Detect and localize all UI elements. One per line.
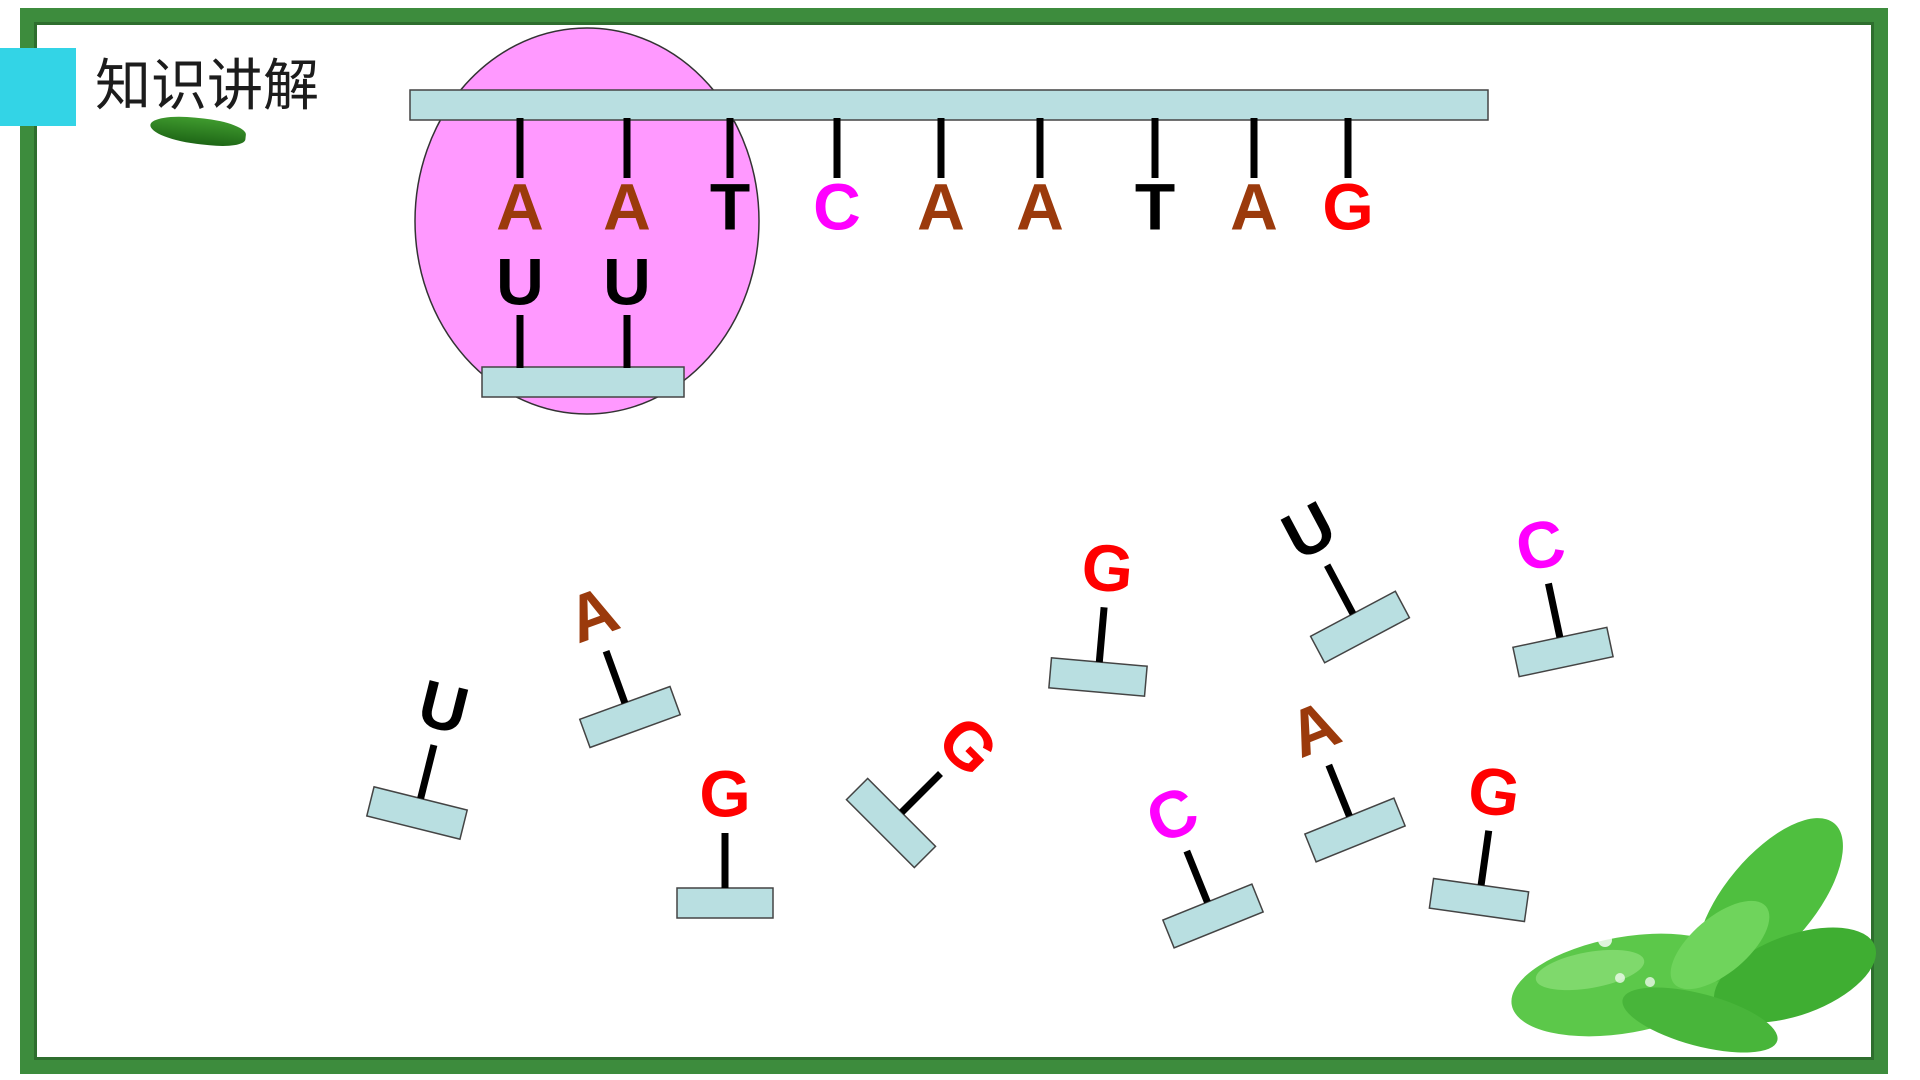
nucleotide-backbone	[1048, 657, 1148, 697]
nucleotide-backbone	[1303, 797, 1407, 863]
nucleotide-backbone	[1309, 590, 1411, 664]
nucleotide-stick	[1324, 563, 1357, 616]
dna-base-a: A	[1016, 169, 1064, 243]
free-base-g: G	[1079, 529, 1137, 607]
free-nucleotide-g: G	[845, 701, 1013, 869]
nucleotide-backbone	[365, 785, 469, 841]
slide-inner-border	[34, 22, 1874, 1060]
rna-strand-bar	[481, 366, 685, 398]
nucleotide-stick	[602, 650, 629, 705]
free-base-u: U	[1270, 486, 1347, 574]
dna-base-a: A	[496, 169, 544, 243]
free-base-c: C	[1136, 771, 1208, 857]
free-nucleotide-c: C	[1509, 504, 1614, 678]
dna-base-a: A	[917, 169, 965, 243]
free-base-g: G	[699, 756, 750, 830]
nucleotide-backbone	[676, 887, 774, 919]
nucleotide-backbone	[578, 685, 682, 749]
free-nucleotide-c: C	[1136, 771, 1265, 949]
nucleotide-stick	[1095, 606, 1108, 663]
nucleotide-stick	[1183, 849, 1211, 904]
nucleotide-backbone	[1512, 626, 1614, 678]
nucleotide-stick	[1477, 830, 1493, 886]
template-strand-bar	[409, 89, 1489, 121]
nucleotide-stick	[899, 771, 943, 815]
free-base-c: C	[1509, 504, 1571, 586]
leaf-cluster-icon	[1511, 818, 1877, 1053]
title-accent-bar	[0, 48, 76, 126]
free-nucleotide-u: U	[365, 665, 476, 841]
page-title: 知识讲解	[95, 54, 319, 119]
free-nucleotide-a: A	[1278, 685, 1407, 863]
nucleotide-backbone	[1428, 877, 1530, 923]
free-nucleotide-u: U	[1270, 486, 1411, 664]
nucleotide-stick	[1325, 763, 1353, 818]
free-nucleotide-g: G	[1428, 751, 1530, 923]
dna-base-g: G	[1322, 169, 1373, 243]
dna-base-a: A	[1230, 169, 1278, 243]
rna-base-u: U	[603, 244, 651, 318]
dna-base-t: T	[710, 169, 750, 243]
pink-enzyme-ellipse	[414, 27, 760, 415]
free-base-a: A	[1278, 685, 1350, 771]
free-nucleotide-a: A	[557, 571, 682, 749]
dna-base-t: T	[1135, 169, 1175, 243]
nucleotide-backbone	[1161, 883, 1265, 949]
free-base-a: A	[557, 571, 627, 657]
dna-base-c: C	[813, 169, 861, 243]
slide-border	[20, 8, 1888, 1074]
rna-base-u: U	[496, 244, 544, 318]
free-nucleotide-g: G	[1048, 529, 1148, 697]
nucleotide-stick	[1545, 582, 1564, 639]
free-base-g: G	[1464, 751, 1525, 831]
nucleotide-stick	[417, 744, 438, 800]
dna-base-a: A	[603, 169, 651, 243]
free-nucleotide-g: G	[676, 756, 774, 919]
free-base-u: U	[411, 665, 475, 748]
